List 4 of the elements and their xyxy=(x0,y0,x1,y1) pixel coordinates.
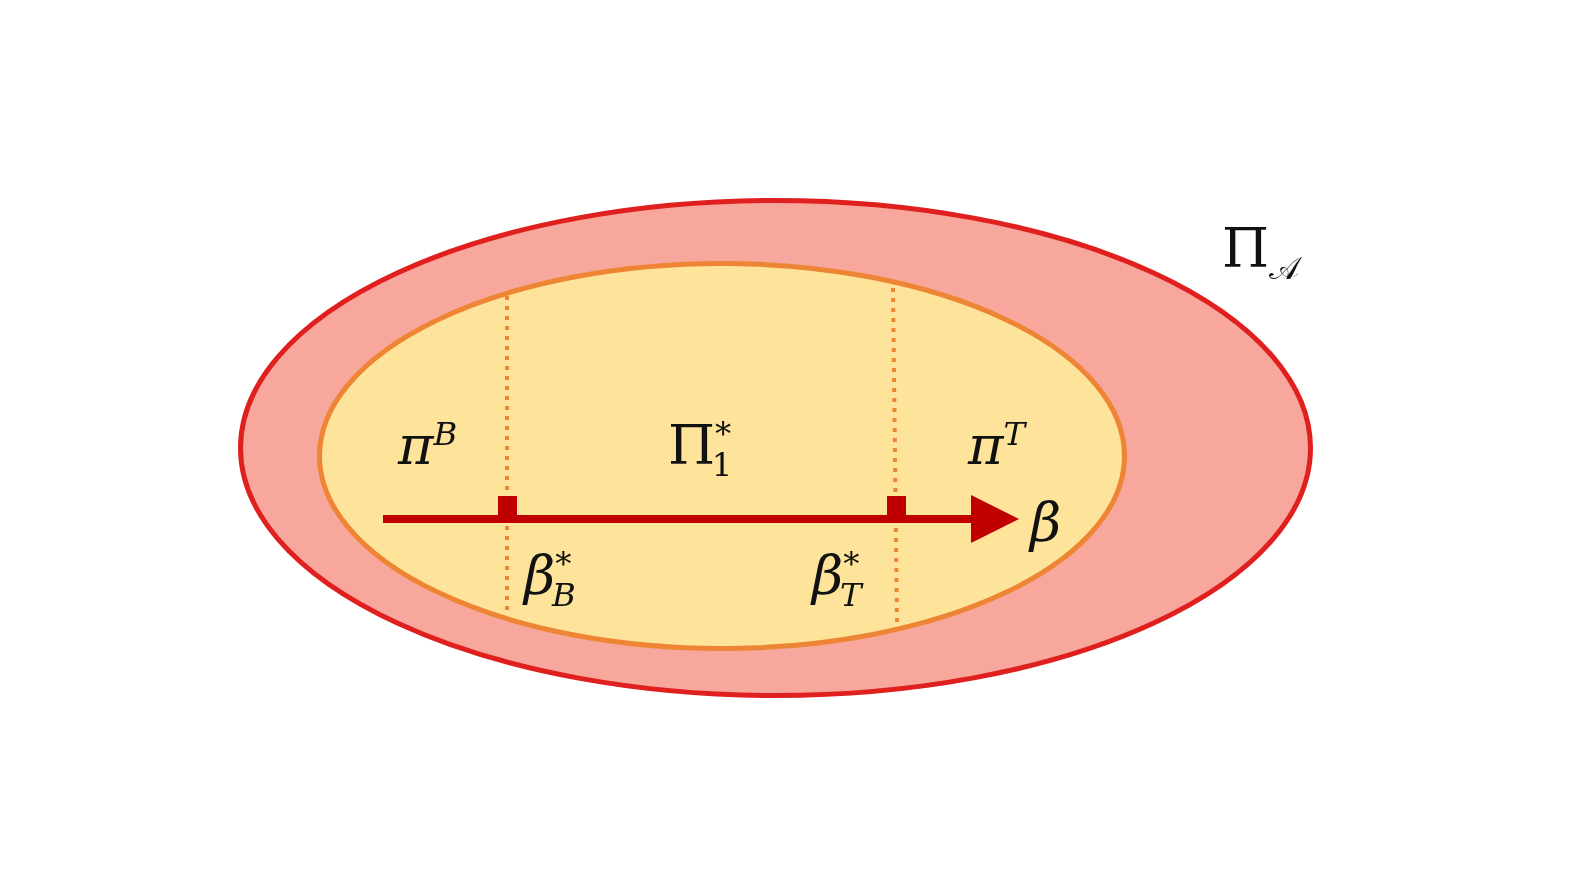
axis-point-label: π$^{B}$ xyxy=(398,418,458,473)
axis-label: β xyxy=(1030,496,1062,550)
axis-point-label: π$^{T}$ xyxy=(968,418,1026,473)
set-label: Π$_{𝒜}$ xyxy=(1222,222,1300,285)
